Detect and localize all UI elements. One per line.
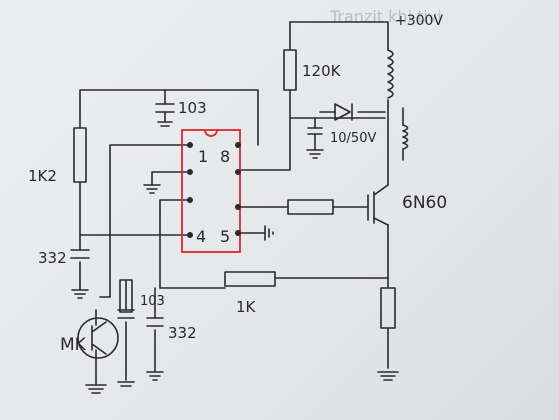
resistor-1k-label: 1K <box>236 298 257 316</box>
capacitor-103-low-label: 103 <box>140 294 165 309</box>
resistor-gate <box>287 199 334 215</box>
transistor-symbol <box>77 317 119 359</box>
pin-1-label: 1 <box>198 147 208 166</box>
pin-4-label: 4 <box>196 227 206 246</box>
coil-secondary <box>402 124 409 150</box>
ic-8pin <box>181 129 241 253</box>
capacitor-332-left-label: 332 <box>38 249 67 267</box>
transistor-label: MK <box>60 335 87 355</box>
capacitor-103-top <box>155 103 175 113</box>
capacitor-332-left <box>70 249 90 259</box>
resistor-120k <box>283 49 297 91</box>
resistor-120k-label: 120K <box>302 62 342 80</box>
diode <box>334 103 351 121</box>
pin-8-label: 8 <box>220 147 230 166</box>
resistor-1k <box>224 271 276 287</box>
resistor-source <box>380 287 396 329</box>
resistor-1k2 <box>73 127 87 183</box>
wires <box>79 21 404 386</box>
electrolytic-capacitor <box>307 127 323 135</box>
mosfet-label: 6N60 <box>402 193 447 213</box>
pin-5-label: 5 <box>220 227 230 246</box>
capacitor-332-low <box>146 317 164 327</box>
capacitor-332-low-label: 332 <box>168 324 197 342</box>
capacitor-103-top-label: 103 <box>178 99 207 117</box>
mosfet-6n60 <box>367 184 389 226</box>
supply-label: +300V <box>395 13 443 29</box>
electrolytic-label: 10/50V <box>330 131 376 146</box>
resistor-1k2-label: 1K2 <box>28 167 57 185</box>
coil-primary <box>387 49 394 99</box>
